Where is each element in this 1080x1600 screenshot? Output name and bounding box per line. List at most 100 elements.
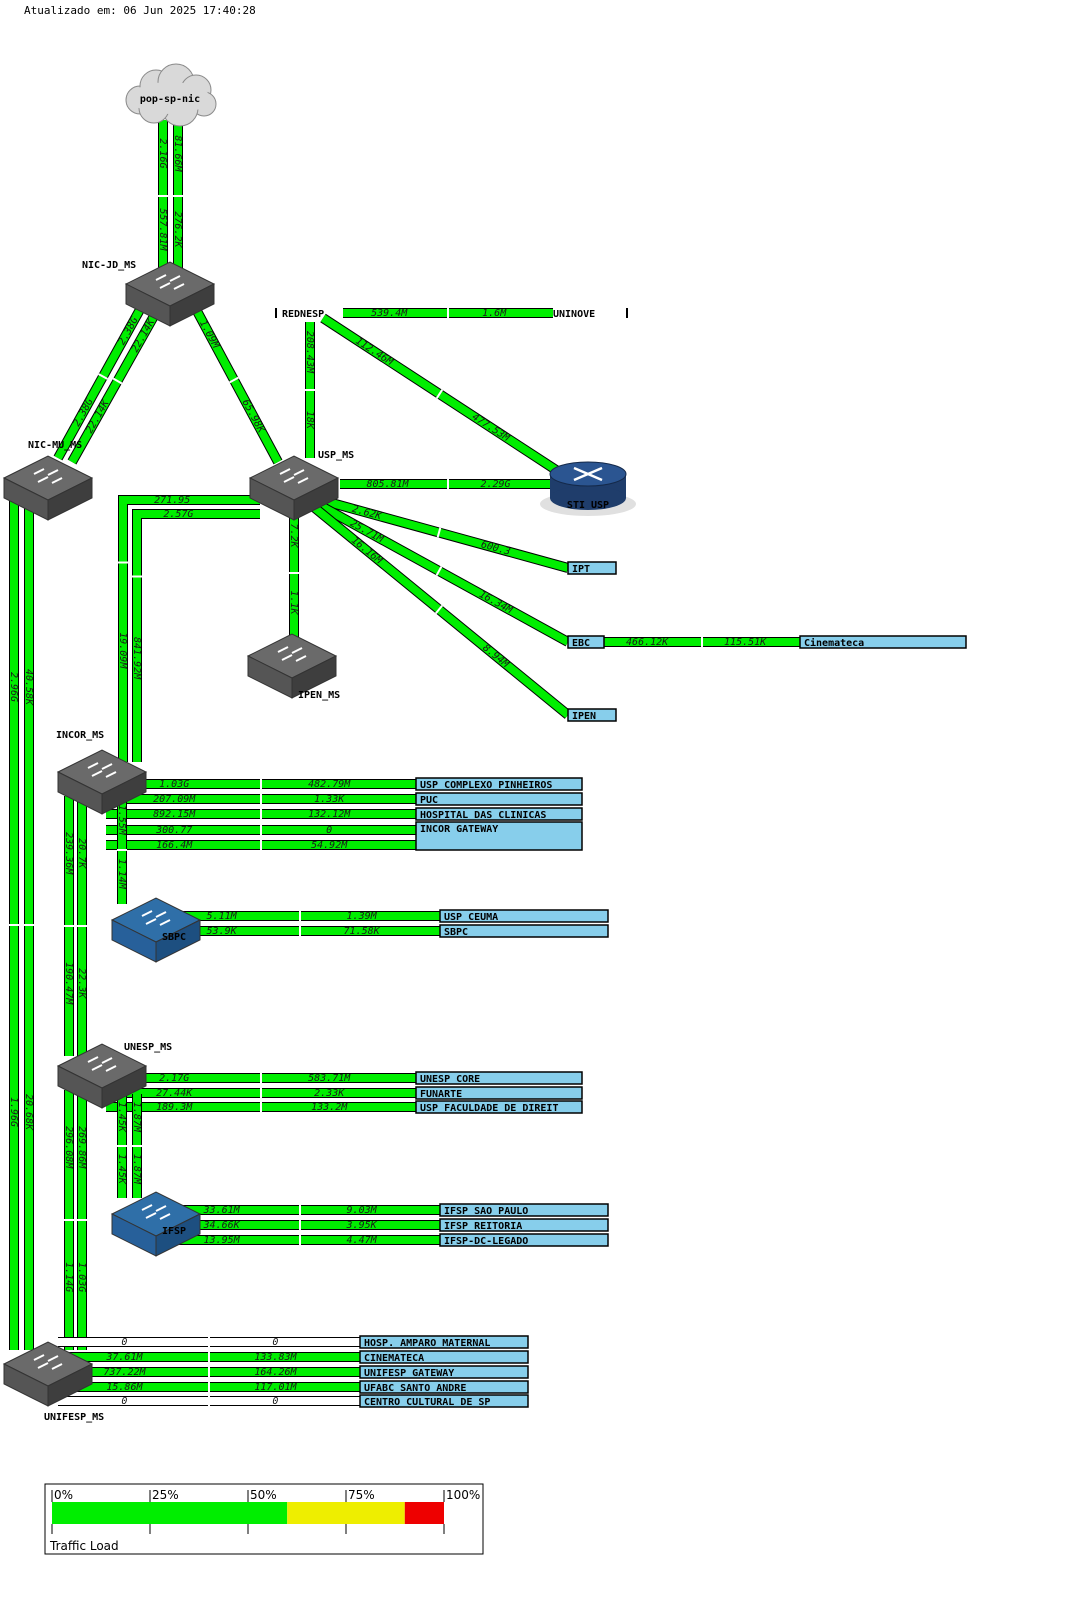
arrow	[145, 918, 157, 925]
arrow	[155, 274, 167, 281]
arrow	[47, 469, 59, 476]
link-incor-gw-a: 300.77 0	[106, 825, 416, 836]
box-ipt: IPT	[567, 561, 617, 575]
legend-tick-label: 75%	[348, 1488, 375, 1502]
switch-right	[293, 477, 339, 521]
link-out-label: 1.1K	[288, 590, 299, 615]
link-in-label: 2.16G	[157, 138, 168, 168]
link-usp-ipenms: 7.2K1.1K	[288, 506, 299, 640]
switch-right	[47, 1363, 93, 1407]
box-rect	[439, 1218, 609, 1232]
link-in-label: 34.66K	[203, 1220, 241, 1231]
node-ifsp-switch-icon	[110, 1191, 202, 1257]
switch-arrows-icon	[155, 274, 185, 290]
router-bottom	[550, 486, 626, 510]
link-out-label: 133.83M	[254, 1352, 297, 1363]
arrow	[37, 476, 49, 483]
link-out-label: 1.14M	[116, 859, 127, 890]
link-in-label: 37.61M	[105, 1352, 143, 1363]
box-rect	[567, 635, 605, 649]
box-cinemateca: CINEMATECA	[359, 1350, 529, 1364]
link-out-label: 1.96G	[8, 1097, 19, 1127]
arrow	[91, 770, 103, 777]
link-out-label: 22.3K	[76, 968, 87, 999]
link-out-label: 20.68K	[23, 1094, 34, 1131]
link-in-label: 1.03G	[159, 779, 189, 790]
node-usp-ms-switch-icon	[248, 455, 340, 521]
link-out-label: 71.58K	[344, 926, 381, 937]
node-unifesp-ms-switch-icon	[2, 1341, 94, 1407]
node-sbpc-switch-icon	[110, 897, 202, 963]
box-usp-ceuma: USP CEUMA	[439, 909, 609, 923]
switch-arrows-icon	[87, 1056, 117, 1072]
legend-band	[287, 1502, 405, 1524]
box-label: USP CEUMA	[444, 912, 498, 923]
link-out-label: 4.47M	[347, 1235, 378, 1246]
box-incor-gateway: INCOR GATEWAY	[415, 821, 583, 851]
link-in-label: 300.77	[155, 825, 192, 836]
node-label: IFSP	[162, 1226, 186, 1237]
link-out-label: 0	[326, 825, 332, 836]
link-out-label: 117.01M	[254, 1382, 297, 1393]
link-in-label: 0	[121, 1337, 127, 1348]
box-usp-complexo-pinheiros: USP COMPLEXO PINHEIROS	[415, 777, 583, 791]
link-in-label: 2.57G	[163, 509, 193, 520]
box-rect	[415, 1086, 583, 1100]
box-rect	[359, 1335, 529, 1349]
box-rect	[359, 1365, 529, 1379]
box-label: CENTRO CULTURAL DE SP	[364, 1397, 490, 1408]
link-in-label: 207.09M	[153, 794, 196, 805]
link-out-label: 0	[272, 1396, 278, 1407]
legend-tick-label: 0%	[54, 1488, 73, 1502]
link-in-label: 1.87M	[131, 1102, 142, 1133]
switch-arrows-icon	[277, 646, 307, 662]
box-rect	[439, 924, 609, 938]
link-out-label: 1.6M	[482, 308, 507, 319]
arrow	[159, 1213, 171, 1220]
box-label: Cinemateca	[804, 637, 864, 649]
box-label: CINEMATECA	[364, 1353, 424, 1364]
arrow	[159, 919, 171, 926]
box-unifesp-gateway: UNIFESP GATEWAY	[359, 1365, 529, 1379]
box-label: IFSP REITORIA	[444, 1221, 522, 1232]
legend-title: Traffic Load	[49, 1539, 119, 1553]
link-in-label: 892.15M	[153, 809, 196, 820]
box-label: UNESP CORE	[420, 1074, 480, 1085]
box-label: HOSP. AMPARO MATERNAL	[364, 1338, 490, 1349]
arrow	[33, 1354, 45, 1361]
box-rect	[567, 708, 617, 722]
box-hosp-amparo-maternal: HOSP. AMPARO MATERNAL	[359, 1335, 529, 1349]
node-label: NIC-JD_MS	[82, 260, 136, 271]
link-out-label: 132.12M	[308, 809, 351, 820]
link-in-label: 20.7K	[76, 838, 87, 869]
box-rect	[415, 1071, 583, 1085]
node-sti-usp-router-icon	[540, 461, 636, 516]
link-out-label: 557.81M	[157, 208, 168, 251]
box-rect	[439, 1233, 609, 1247]
link-in-label: 539.4M	[371, 308, 408, 319]
node-pop-sp-nic-cloud-icon	[125, 63, 217, 127]
link-out-label: 1.33K	[314, 794, 345, 805]
switch-arrows-icon	[33, 468, 63, 484]
link-incor-puc: 207.09M 1.33K	[106, 794, 416, 805]
link-out-label: 19.09M	[117, 632, 128, 669]
box-rect	[359, 1350, 529, 1364]
arrow	[37, 1362, 49, 1369]
box-label: IPT	[572, 564, 590, 575]
link-in-label: 5.11M	[207, 911, 238, 922]
box-label: UNIFESP GATEWAY	[364, 1368, 454, 1379]
switch-right	[291, 655, 337, 699]
link-in-label: 166.4M	[156, 840, 193, 851]
